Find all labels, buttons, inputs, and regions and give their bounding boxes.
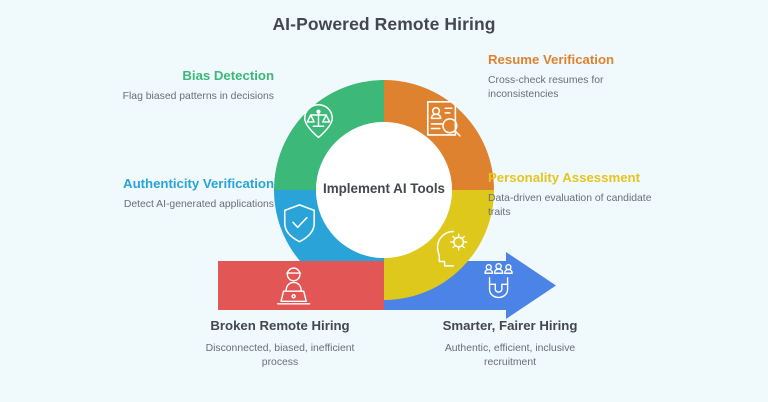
callout-description-broken-remote-hiring: Disconnected, biased, inefficient proces… bbox=[205, 343, 355, 368]
callout-description-personality-assessment: Data-driven evaluation of candidate trai… bbox=[488, 193, 652, 218]
scales-of-justice-icon bbox=[303, 103, 333, 139]
callout-authenticity-verification[interactable]: Authenticity Verification Detect AI-gene… bbox=[108, 176, 274, 212]
callout-description-authenticity-verification: Detect AI-generated applications bbox=[123, 199, 274, 210]
callout-title-personality-assessment: Personality Assessment bbox=[488, 170, 640, 185]
donut-segment-bias-detection[interactable] bbox=[274, 80, 384, 190]
callout-description-smarter-fairer-hiring: Authentic, efficient, inclusive recruitm… bbox=[444, 343, 576, 368]
callout-title-smarter-fairer-hiring: Smarter, Fairer Hiring bbox=[442, 318, 578, 333]
donut-center-hole bbox=[316, 122, 452, 258]
callout-title-resume-verification: Resume Verification bbox=[488, 52, 615, 67]
callout-title-broken-remote-hiring: Broken Remote Hiring bbox=[210, 318, 350, 333]
callout-smarter-fairer-hiring[interactable]: Smarter, Fairer Hiring Authentic, effici… bbox=[420, 318, 600, 370]
callout-title-authenticity-verification: Authenticity Verification bbox=[123, 176, 274, 191]
callout-broken-remote-hiring[interactable]: Broken Remote Hiring Disconnected, biase… bbox=[190, 318, 370, 370]
shield-check-icon bbox=[283, 204, 315, 243]
callout-personality-assessment[interactable]: Personality Assessment Data-driven evalu… bbox=[488, 170, 658, 220]
donut-segment-personality-assessment[interactable] bbox=[384, 190, 494, 300]
document-search-icon bbox=[426, 101, 461, 137]
head-gear-icon bbox=[436, 230, 468, 267]
person-at-laptop-icon bbox=[276, 267, 311, 305]
callout-description-bias-detection: Flag biased patterns in decisions bbox=[122, 91, 274, 102]
donut-segment-authenticity-verification[interactable] bbox=[274, 190, 384, 300]
arrow-segment-broken-hiring[interactable] bbox=[218, 261, 384, 310]
magnet-talent-icon bbox=[484, 262, 513, 299]
donut-center-label: Implement AI Tools bbox=[322, 181, 445, 196]
callout-title-bias-detection: Bias Detection bbox=[182, 68, 274, 83]
page-title: AI-Powered Remote Hiring bbox=[272, 14, 496, 34]
donut-chart bbox=[274, 80, 494, 300]
callout-resume-verification[interactable]: Resume Verification Cross-check resumes … bbox=[488, 52, 658, 102]
callout-bias-detection[interactable]: Bias Detection Flag biased patterns in d… bbox=[108, 68, 274, 104]
callout-description-resume-verification: Cross-check resumes for inconsistencies bbox=[488, 75, 604, 100]
